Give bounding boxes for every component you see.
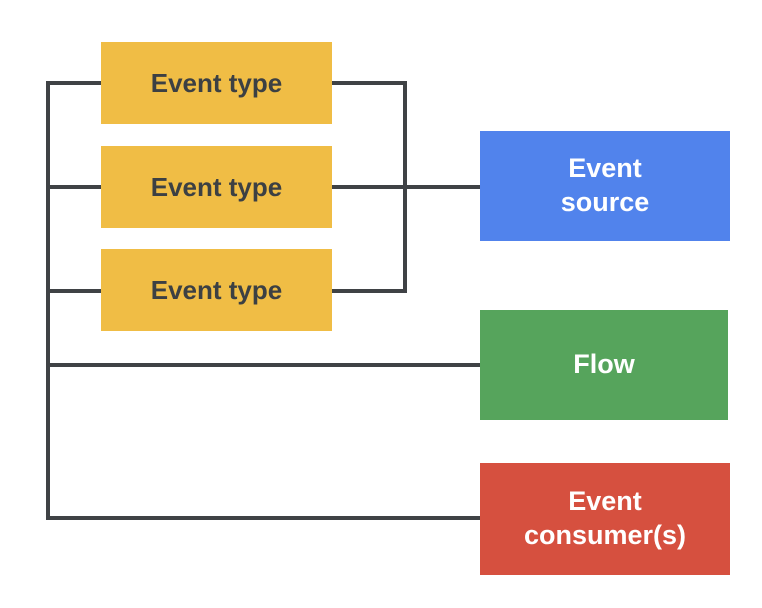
event-type-node-1: Event type [101, 42, 332, 124]
connector-to-event-consumers [46, 516, 480, 520]
event-consumers-node: Event consumer(s) [480, 463, 730, 575]
event-source-node: Event source [480, 131, 730, 241]
flow-node: Flow [480, 310, 728, 420]
connector-event-type-1-right [332, 81, 407, 85]
event-type-node-3: Event type [101, 249, 332, 331]
connector-event-type-2-to-event-source [332, 185, 480, 189]
event-type-1-label: Event type [150, 67, 283, 98]
event-type-2-label: Event type [150, 171, 283, 202]
connector-event-type-1-left [46, 81, 101, 85]
connector-event-type-3-left [46, 289, 101, 293]
event-source-label: Event source [560, 153, 650, 217]
event-type-node-2: Event type [101, 146, 332, 228]
left-bus-connector-line [46, 81, 50, 520]
connector-to-flow [46, 363, 480, 367]
connector-event-type-2-left [46, 185, 101, 189]
connector-event-type-3-right [332, 289, 407, 293]
event-type-3-label: Event type [150, 274, 283, 305]
flow-label: Flow [573, 349, 635, 380]
event-consumers-label: Event consumer(s) [523, 486, 687, 550]
